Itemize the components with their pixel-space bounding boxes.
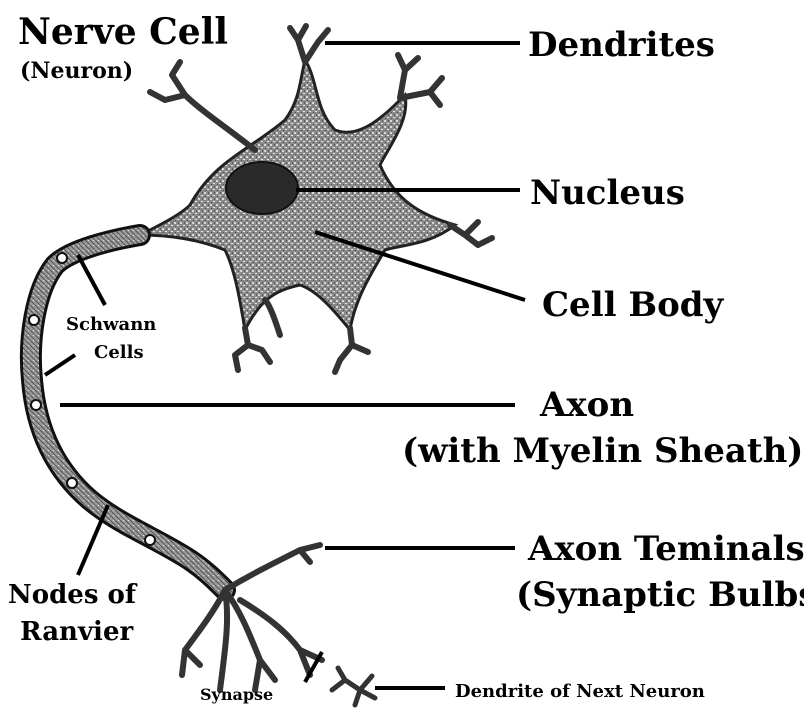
nucleus [226, 162, 298, 214]
label-nodes-1: Nodes of [8, 580, 138, 610]
diagram-title: Nerve Cell [18, 11, 228, 53]
diagram-subtitle: (Neuron) [20, 58, 133, 84]
label-schwann-2: Cells [94, 342, 144, 363]
next-neuron-dendrite [332, 668, 375, 705]
label-synapse: Synapse [200, 685, 273, 704]
label-next-neuron: Dendrite of Next Neuron [455, 681, 705, 702]
label-axon-terminals: Axon Teminals [527, 529, 804, 569]
label-axon-sub: (with Myelin Sheath) [402, 431, 803, 471]
axon [29, 235, 225, 590]
label-schwann-1: Schwann [66, 314, 156, 335]
label-nodes-2: Ranvier [20, 617, 133, 647]
label-axon-terminals-sub: (Synaptic Bulbs) [516, 575, 804, 615]
label-dendrites: Dendrites [528, 25, 715, 65]
label-nucleus: Nucleus [530, 173, 685, 213]
label-axon: Axon [539, 385, 634, 425]
label-cell-body: Cell Body [542, 285, 725, 325]
